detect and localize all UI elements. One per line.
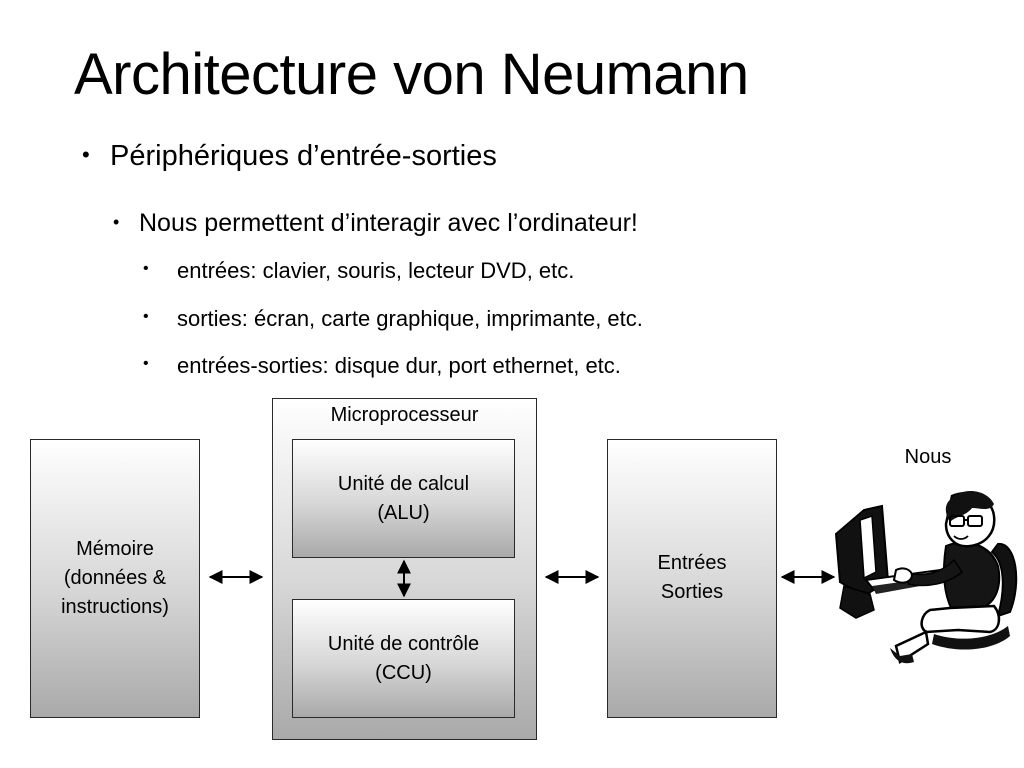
alu-label: Unité de calcul (ALU) xyxy=(292,470,515,528)
bullet-dot: • xyxy=(143,308,149,325)
bullet-level-2: • Nous permettent d’interagir avec l’ord… xyxy=(113,209,638,237)
bullet-text: entrées-sorties: disque dur, port ethern… xyxy=(177,353,621,378)
bullet-dot: • xyxy=(82,142,90,167)
bullet-level-3-outputs: • sorties: écran, carte graphique, impri… xyxy=(143,306,643,331)
io-label-line: Sorties xyxy=(660,581,724,603)
ccu-box xyxy=(292,599,515,718)
ccu-label-line: Unité de contrôle xyxy=(327,633,480,655)
io-label-line: Entrées xyxy=(657,552,727,574)
bullet-dot: • xyxy=(113,212,120,232)
bullet-dot: • xyxy=(143,260,149,277)
person-at-computer-icon xyxy=(834,490,1018,664)
io-box xyxy=(607,439,777,718)
memory-label-line: Mémoire xyxy=(76,538,154,560)
bullet-text: entrées: clavier, souris, lecteur DVD, e… xyxy=(177,258,575,283)
bullet-level-3-input-outputs: • entrées-sorties: disque dur, port ethe… xyxy=(143,353,621,378)
bullet-level-3-inputs: • entrées: clavier, souris, lecteur DVD,… xyxy=(143,258,575,283)
slide-title: Architecture von Neumann xyxy=(74,42,749,107)
io-label: Entrées Sorties xyxy=(607,549,777,607)
memory-label: Mémoire (données & instructions) xyxy=(30,535,200,622)
memory-label-line: instructions) xyxy=(61,596,169,618)
microprocessor-label: Microprocesseur xyxy=(330,404,479,426)
alu-box xyxy=(292,439,515,558)
bullet-dot: • xyxy=(143,355,149,372)
alu-label-line: (ALU) xyxy=(377,502,430,524)
memory-label-line: (données & xyxy=(63,567,167,589)
ccu-label-line: (CCU) xyxy=(375,662,432,684)
ccu-label: Unité de contrôle (CCU) xyxy=(292,630,515,688)
bullet-text: Nous permettent d’interagir avec l’ordin… xyxy=(139,209,638,237)
memory-box xyxy=(30,439,200,718)
alu-label-line: Unité de calcul xyxy=(337,473,470,495)
bullet-text: sorties: écran, carte graphique, imprima… xyxy=(177,306,643,331)
bullet-level-1: • Périphériques d’entrée-sorties xyxy=(82,140,497,172)
user-label: Nous xyxy=(904,446,952,468)
bullet-text: Périphériques d’entrée-sorties xyxy=(110,140,497,172)
